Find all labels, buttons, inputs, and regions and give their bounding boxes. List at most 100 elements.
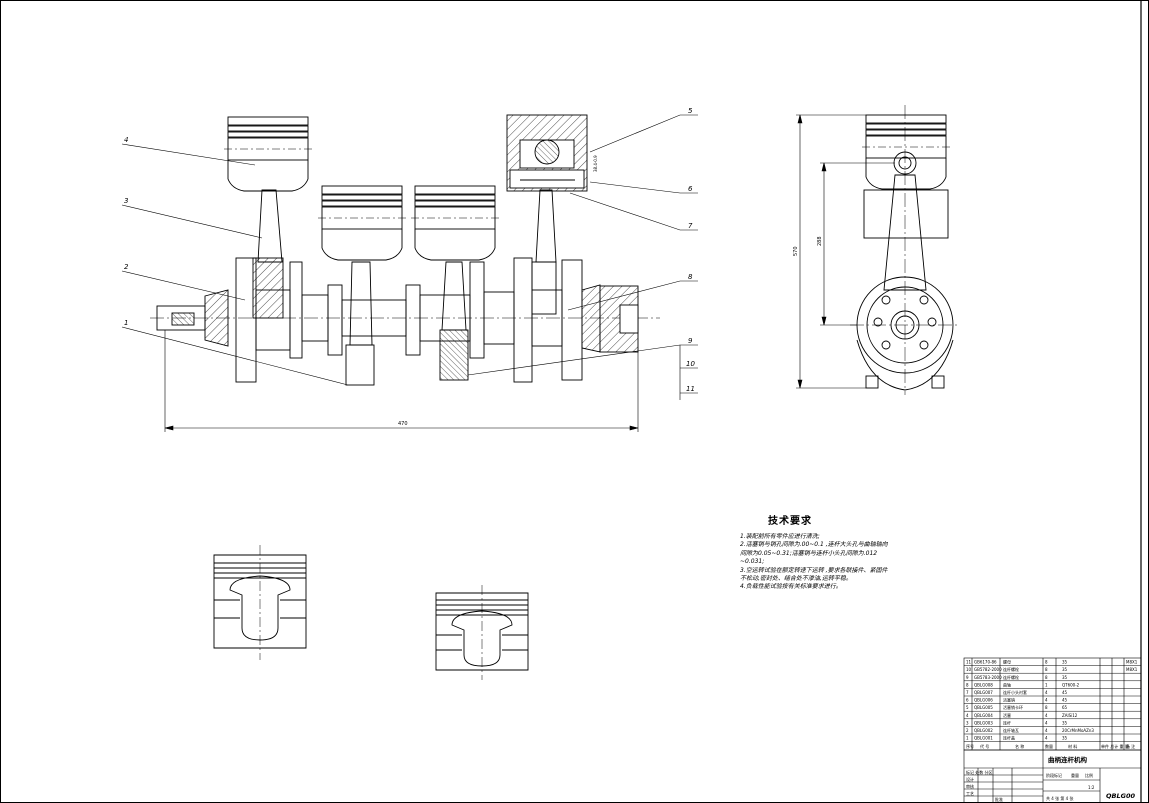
bom-cell-name: 连杆螺栓 xyxy=(1003,666,1019,672)
bom-cell-qty: 8 xyxy=(1045,705,1048,710)
bom-cell-code: QBLG004 xyxy=(974,713,993,718)
part-leaders xyxy=(121,114,698,400)
bom-cell-qty: 4 xyxy=(1045,736,1048,741)
bom-cell-no: 7 xyxy=(966,690,969,695)
bom-cell-material: 35 xyxy=(1062,667,1068,672)
bom-cell-material: 35 xyxy=(1062,675,1068,680)
balloon-10: 10 xyxy=(686,360,695,368)
notes-line: 间隙为0.05~0.31;活塞销与连杆小头孔间隙为.012 xyxy=(740,549,878,557)
bom-cell-material: 20CrMnMoAZn3 xyxy=(1062,728,1094,733)
notes-line: 1.装配前所有零件应进行清洗; xyxy=(740,533,820,540)
piston-section-detail-2 xyxy=(435,585,529,680)
bom-header-weight: 单件 总计 重 量 xyxy=(1101,743,1129,749)
bom-cell-code: QBLG008 xyxy=(974,682,993,687)
balloon-8: 8 xyxy=(688,273,693,281)
bom-cell-material: 35 xyxy=(1062,660,1068,665)
label-ratio: 比例 xyxy=(1085,772,1093,778)
balloon-11: 11 xyxy=(686,385,695,393)
bom-cell-qty: 4 xyxy=(1045,720,1048,725)
balloon-9: 9 xyxy=(688,337,693,345)
bom-cell-qty: 1 xyxy=(1045,682,1048,687)
balloon-7: 7 xyxy=(688,222,693,230)
bom-header-code: 代 号 xyxy=(980,743,989,749)
bom-cell-material: 35 xyxy=(1062,736,1068,741)
bom-header-name: 名 称 xyxy=(1015,743,1024,749)
bom-cell-name: 连杆轴瓦 xyxy=(1003,727,1019,733)
bom-cell-no: 10 xyxy=(966,667,972,672)
bom-cell-no: 3 xyxy=(966,720,969,725)
notes-line: 3.空运转试验在额定转速下运转 ,要求各联接件、紧固件 xyxy=(740,566,888,574)
bom-cell-material: QT600-2 xyxy=(1062,682,1080,687)
bom-cell-code: GB5782-2000 xyxy=(974,667,1002,672)
label-process: 工艺 xyxy=(966,791,974,796)
bom-cell-no: 9 xyxy=(966,675,969,680)
bom-cell-name: 连杆螺栓 xyxy=(1003,674,1019,680)
bom-cell-qty: 4 xyxy=(1045,728,1048,733)
bom-header-no: 序号 xyxy=(966,743,974,749)
title-block xyxy=(963,749,1142,803)
bom-cell-no: 2 xyxy=(966,728,969,733)
bom-cell-qty: 4 xyxy=(1045,690,1048,695)
bom-cell-no: 5 xyxy=(966,705,969,710)
bom-cell-no: 6 xyxy=(966,698,969,703)
overall-length-dimension xyxy=(164,330,639,432)
balloon-6: 6 xyxy=(688,185,693,193)
bom-cell-code: QBLG001 xyxy=(974,736,993,741)
notes-line: 2.活塞销与销孔间隙为.00~0.1 ,连杆大头孔与曲轴轴向 xyxy=(740,541,888,549)
bom-cell-qty: 4 xyxy=(1045,713,1048,718)
bom-cell-name: 曲轴 xyxy=(1003,681,1011,687)
bom-cell-material: 35 xyxy=(1062,720,1068,725)
bom-cell-code: QBLG005 xyxy=(974,705,993,710)
bom-cell-material: 45 xyxy=(1062,698,1068,703)
label-stage: 阶段标记 xyxy=(1046,772,1062,778)
sheet-count: 共 4 张 第 4 张 xyxy=(1046,795,1073,801)
bom-cell-name: 螺母 xyxy=(1003,659,1011,665)
dim-height: 570 xyxy=(793,246,799,256)
balloon-1: 1 xyxy=(124,319,128,327)
bom-header-qty: 数量 xyxy=(1045,743,1053,749)
technical-requirements: 技术要求 1.装配前所有零件应进行清洗; 2.活塞销与销孔间隙为.00~0.1 … xyxy=(740,512,970,592)
bom-cell-qty: 8 xyxy=(1045,675,1048,680)
side-view xyxy=(850,105,960,395)
part-balloons: 4 3 2 1 5 6 7 8 9 10 11 xyxy=(124,107,695,393)
bom-header-note: 备 注 xyxy=(1126,743,1135,749)
bom-cell-no: 4 xyxy=(966,713,969,718)
notes-line: 不松动,密封处、结合处不渗油,运转平稳。 xyxy=(740,575,852,583)
bom-cell-name: 活塞 xyxy=(1003,712,1011,718)
piston-section-detail-1 xyxy=(213,545,307,660)
balloon-3: 3 xyxy=(124,197,128,205)
label-design: 设计 xyxy=(966,776,974,782)
bom-cell-code: GB5783-2000 xyxy=(974,675,1002,680)
drawing-title: 曲柄连杆机构 xyxy=(1048,755,1088,764)
bom-cell-qty: 8 xyxy=(1045,660,1048,665)
bom-cell-note: M8X1 xyxy=(1126,667,1138,672)
bom-cell-code: QBLG002 xyxy=(974,728,993,733)
bom-cell-qty: 8 xyxy=(1045,667,1048,672)
bom-cell-name: 连杆小头衬套 xyxy=(1003,689,1027,695)
bom-cell-name: 连杆 xyxy=(1003,719,1011,725)
bom-cell-no: 1 xyxy=(966,736,969,741)
bom-header-material: 材 料 xyxy=(1068,743,1077,749)
bom-cell-material: 65 xyxy=(1062,705,1068,710)
notes-line: 4.负载性能试验按有关标准要求进行。 xyxy=(740,583,842,591)
label-approve: 批准 xyxy=(995,796,1003,802)
bom-cell-no: 8 xyxy=(966,682,969,687)
label-check: 审核 xyxy=(966,783,974,789)
balloon-2: 2 xyxy=(124,263,129,271)
bom-cell-code: QBLG006 xyxy=(974,698,993,703)
bom-cell-material: ZAlSi12 xyxy=(1062,713,1078,718)
bom-cell-name: 活塞销卡环 xyxy=(1003,704,1023,710)
side-view-dimensions xyxy=(796,114,895,389)
balloon-4: 4 xyxy=(124,136,128,144)
drawing-scale: 1:2 xyxy=(1088,785,1095,790)
bom-cell-code: GB6170-86 xyxy=(974,660,997,665)
dim-pin-offset: 38.4-0.9 xyxy=(593,155,598,172)
bom-cell-material: 45 xyxy=(1062,690,1068,695)
bom-cell-name: 连杆盖 xyxy=(1003,735,1015,741)
dim-overall-length: 470 xyxy=(398,421,408,427)
bom-cell-code: QBLG003 xyxy=(974,720,993,725)
pistons-front-view xyxy=(223,114,588,346)
bom-cell-no: 11 xyxy=(966,660,972,665)
